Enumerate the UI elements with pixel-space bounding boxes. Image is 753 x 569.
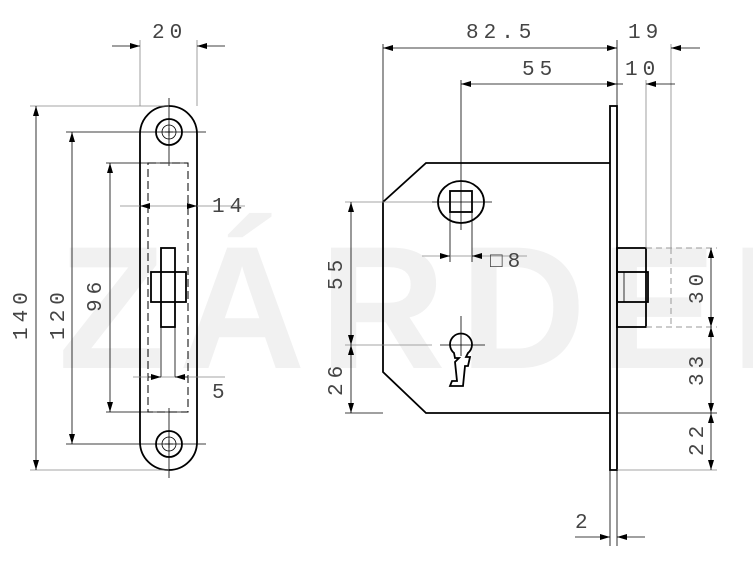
bolt-front xyxy=(160,247,176,328)
latch-front xyxy=(150,271,187,303)
dim-bolt-width: 5 xyxy=(212,382,230,405)
dim-backset: 55 xyxy=(522,59,557,82)
dim-spindle-square: □8 xyxy=(490,251,525,274)
dim-width: 20 xyxy=(152,22,187,45)
front-view: 20 140 120 96 14 5 xyxy=(11,22,247,478)
dim-screw-spacing: 120 xyxy=(48,287,71,340)
dim-height: 140 xyxy=(11,287,34,340)
dim-body-to-plate-bottom: 22 xyxy=(687,421,710,456)
dim-total-depth: 82.5 xyxy=(466,22,536,45)
dim-keyhole-to-bottom: 26 xyxy=(326,361,349,396)
dim-bolt-projection: 10 xyxy=(625,59,660,82)
dim-cutout-height: 96 xyxy=(85,277,108,312)
dim-bolt-to-body-bottom: 33 xyxy=(687,351,710,386)
side-view: 82.5 19 55 10 □8 55 26 30 33 xyxy=(326,22,717,546)
dim-cutout-width: 14 xyxy=(212,196,247,219)
spindle-hole xyxy=(432,80,492,230)
dim-faceplate-thickness: 2 xyxy=(575,512,593,535)
keyhole xyxy=(440,316,485,387)
lock-body xyxy=(382,162,610,414)
latch-side xyxy=(616,271,649,303)
dim-spindle-to-keyhole: 55 xyxy=(326,255,349,290)
dim-bolt-height: 30 xyxy=(687,269,710,304)
watermark: ZÁRDEPO xyxy=(58,211,753,406)
dim-bolt-projection-total: 19 xyxy=(628,22,663,45)
